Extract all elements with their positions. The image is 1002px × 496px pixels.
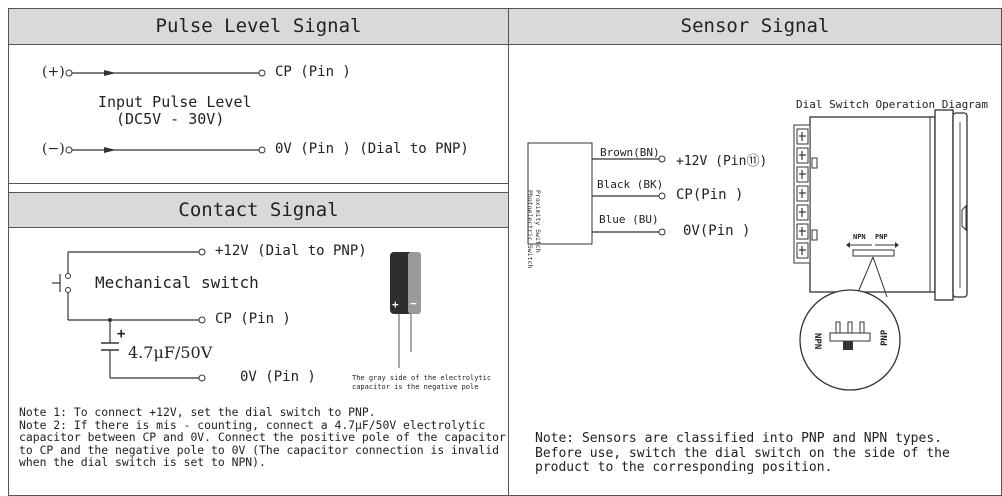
- pulse-plus-label: (+): [42, 64, 65, 80]
- contact-ov-label: 0V (Pin ): [240, 369, 316, 385]
- sensor-note: Note: Sensors are classified into PNP an…: [535, 431, 950, 475]
- pnp-slot-label: PNP: [875, 233, 888, 241]
- pulse-ov-label: 0V (Pin ) (Dial to PNP): [275, 141, 469, 157]
- sensor-12v-label: +12V (Pin⑪): [676, 154, 768, 169]
- npn-zoom-label: NPN: [812, 333, 822, 350]
- pnp-zoom-label: PNP: [880, 329, 890, 346]
- dial-diagram-title: Dial Switch Operation Diagram: [796, 98, 989, 111]
- cap-plus-sign: +: [117, 326, 126, 342]
- sensor-header: Sensor Signal: [509, 9, 1001, 45]
- npn-slot-label: NPN: [853, 233, 866, 241]
- brown-wire-label: Brown(BN): [600, 146, 660, 159]
- pulse-header: Pulse Level Signal: [9, 9, 508, 45]
- capacitor-value-label: 4.7μF/50V: [128, 343, 213, 362]
- pulse-input-label: Input Pulse Level: [98, 93, 252, 111]
- sensor-box-label: Proximity Switch Photoelectric Switch: [526, 190, 542, 269]
- sensor-ov-label: 0V(Pin ): [683, 223, 751, 239]
- pulse-minus-label: (−): [42, 141, 65, 157]
- blue-wire-label: Blue (BU): [599, 213, 659, 226]
- pulse-cp-label: CP (Pin ): [275, 64, 351, 80]
- capacitor-plus-marking: +: [392, 298, 399, 311]
- sensor-cp-label: CP(Pin ): [676, 187, 744, 203]
- capacitor-minus-marking: −: [410, 297, 417, 310]
- pulse-title: Pulse Level Signal: [155, 15, 362, 37]
- capacitor-polarity-note: The gray side of the electrolytic capaci…: [352, 374, 492, 391]
- pulse-range-label: (DC5V - 30V): [116, 110, 225, 128]
- contact-12v-label: +12V (Dial to PNP): [215, 243, 367, 259]
- contact-cp-label: CP (Pin ): [215, 311, 291, 327]
- sensor-title: Sensor Signal: [680, 15, 830, 37]
- contact-header: Contact Signal: [9, 192, 508, 228]
- black-wire-label: Black (BK): [597, 178, 664, 191]
- contact-section-frame: [8, 183, 509, 496]
- contact-title: Contact Signal: [178, 199, 339, 221]
- contact-notes: Note 1: To connect +12V, set the dial sw…: [19, 405, 506, 470]
- mechanical-switch-label: Mechanical switch: [95, 273, 259, 292]
